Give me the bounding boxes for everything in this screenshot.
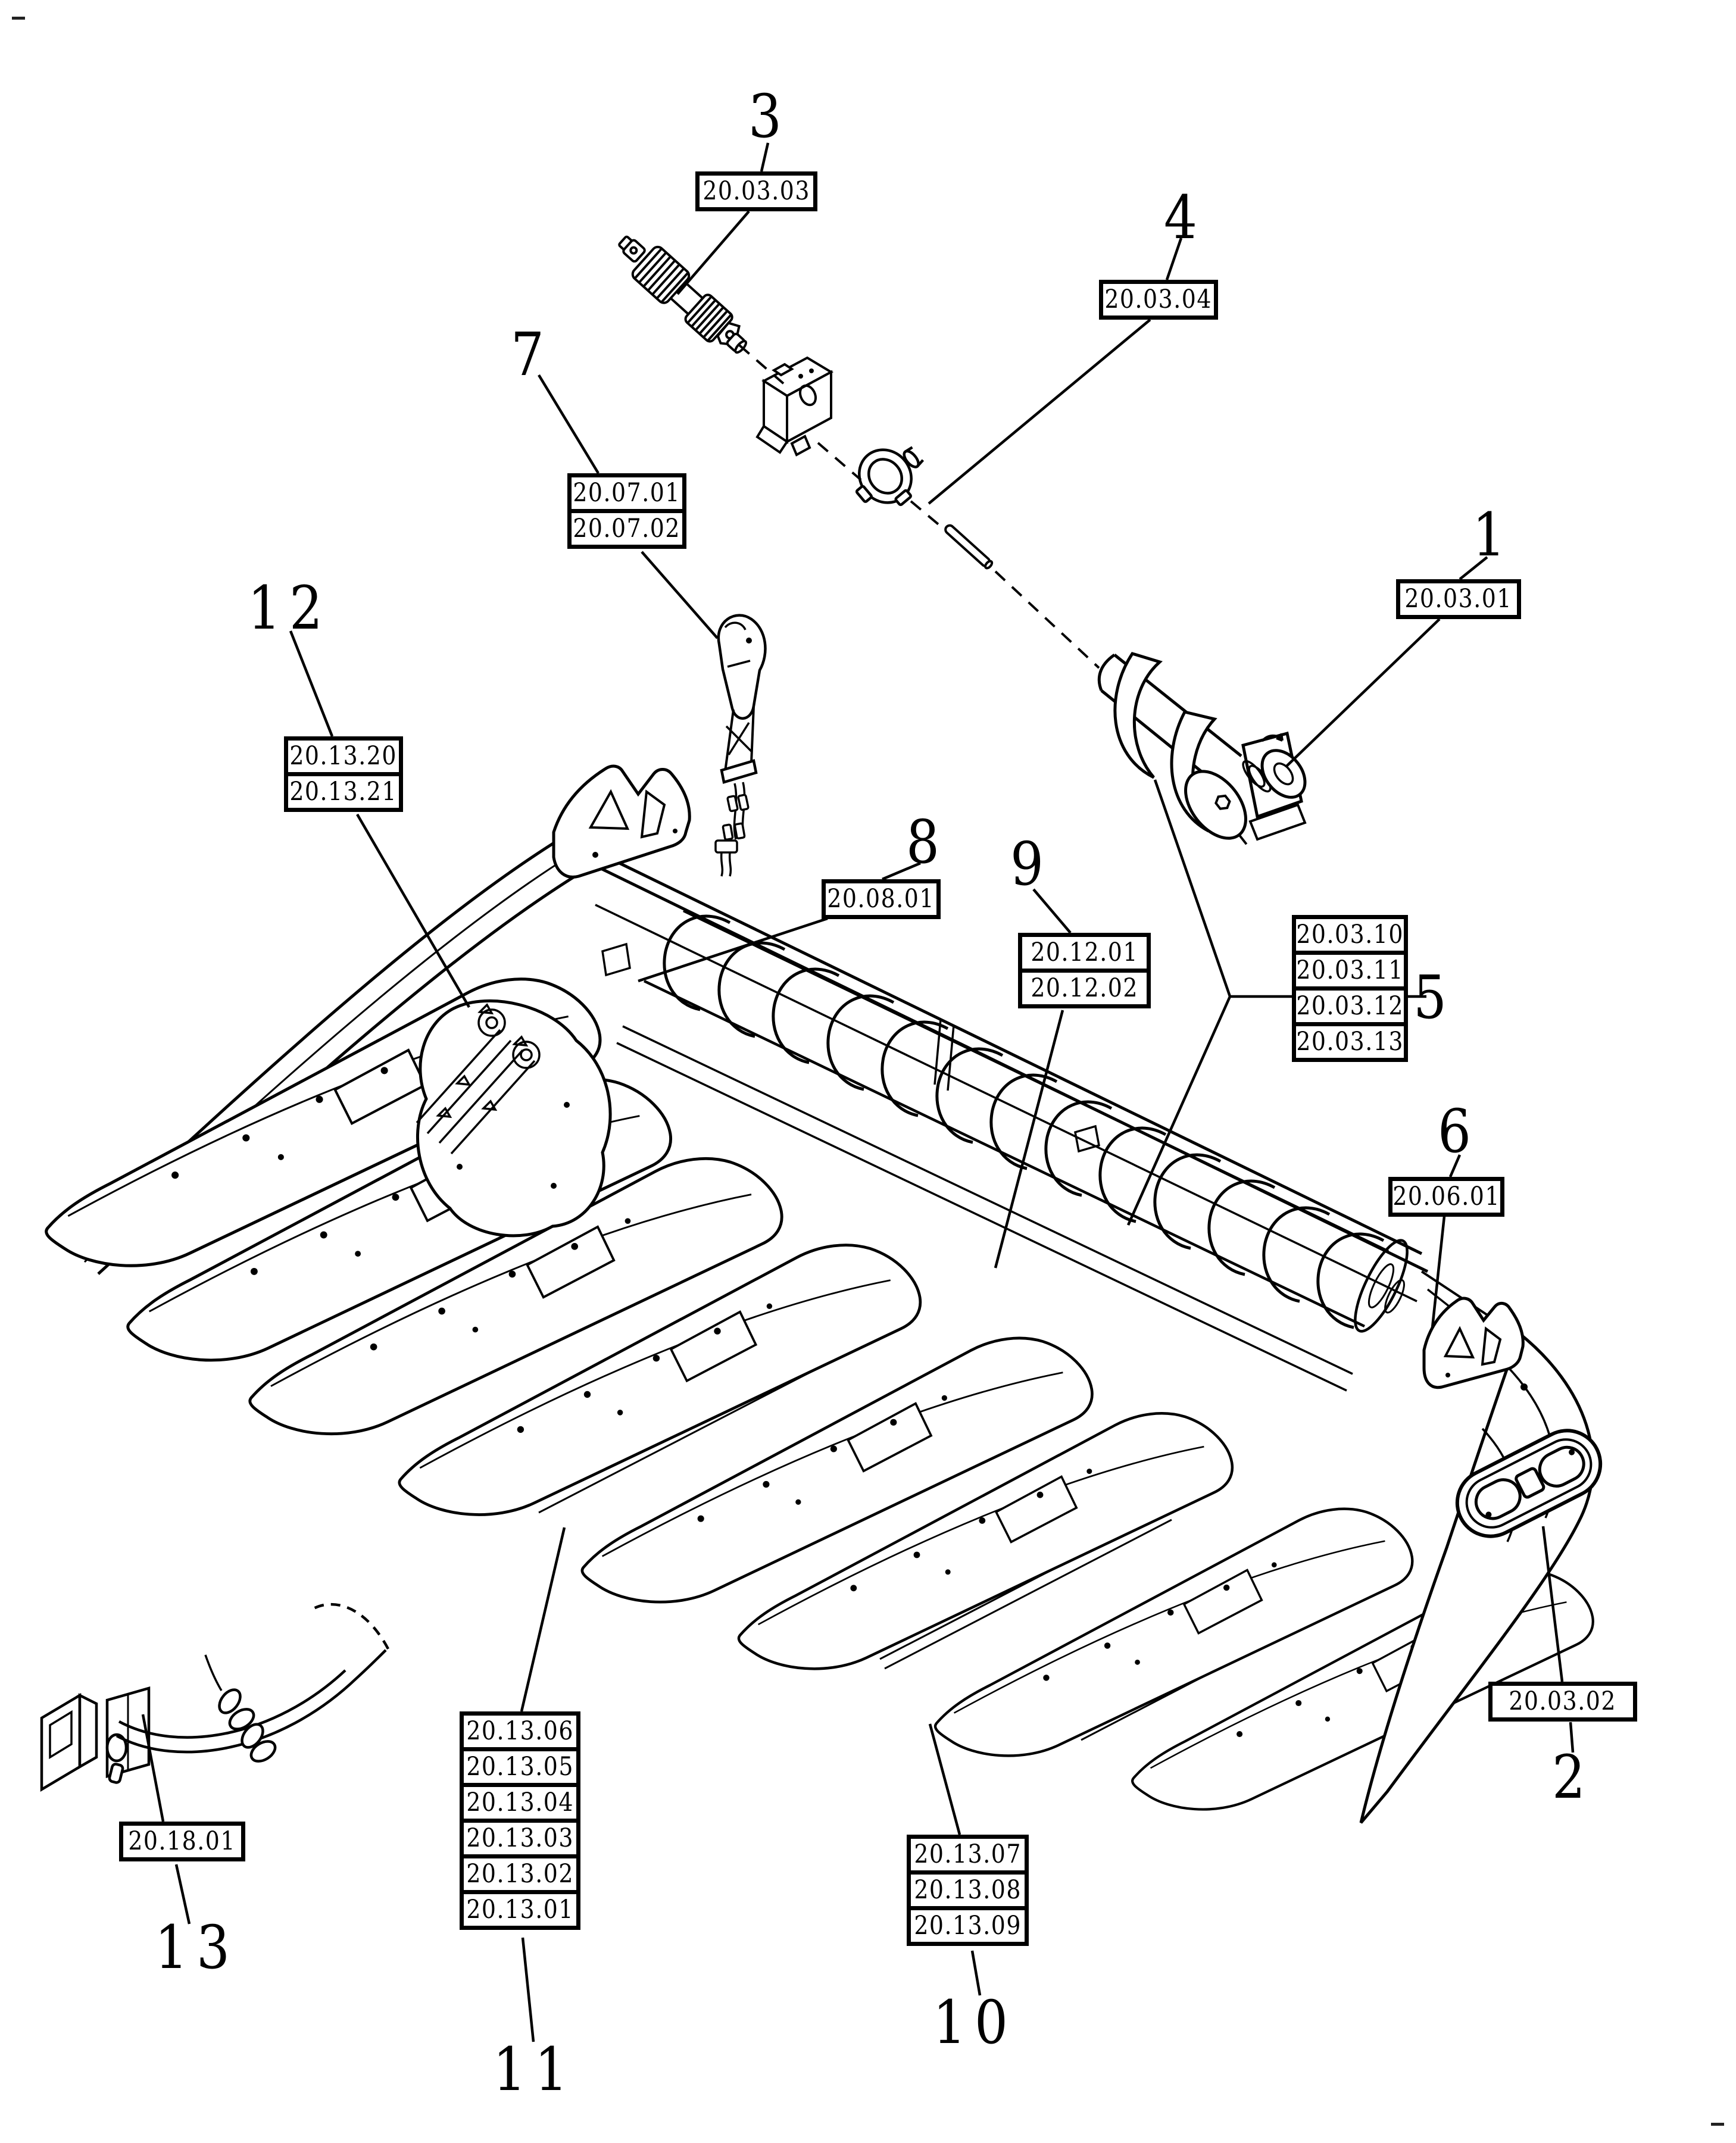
leader-2b [1569,1722,1575,1753]
ref-link-20-13-07[interactable]: 20.13.07 [907,1835,1029,1875]
hitch-hook-drawing [717,614,767,784]
leader-6b [1431,1216,1446,1328]
callout-number-9: 9 [1010,829,1053,899]
ref-link-20-07-02[interactable]: 20.07.02 [567,509,686,549]
crop-mark-top-left [12,17,25,20]
ref-box-group-5: 20.03.10 20.03.11 20.03.12 20.03.13 [1292,915,1408,1062]
ref-link-20-03-02[interactable]: 20.03.02 [1488,1682,1637,1722]
crop-mark-bottom-right [1711,2123,1724,2126]
ref-box-group-10: 20.13.07 20.13.08 20.13.09 [907,1835,1029,1946]
leader-9b [994,1010,1064,1269]
leader-5 [1126,779,1426,1226]
leader-1a [1459,556,1488,580]
drive-pin-drawing [944,524,994,570]
leader-7b [641,551,719,639]
leader-10a [928,1723,961,1835]
frame-back-rail-drawing [70,834,1525,1348]
ref-link-20-03-03[interactable]: 20.03.03 [695,171,817,211]
ref-link-20-03-10[interactable]: 20.03.10 [1292,915,1408,955]
ref-link-20-13-02[interactable]: 20.13.02 [460,1854,580,1894]
ref-link-20-12-01[interactable]: 20.12.01 [1018,933,1151,973]
leader-lines [141,142,1575,2042]
ref-box-group-12: 20.13.20 20.13.21 [284,736,403,812]
ref-box-group-9: 20.12.01 20.12.02 [1018,933,1151,1008]
exploded-centerlines [738,344,1100,669]
left-mount-tower-drawing [552,764,691,879]
callout-number-12: 12 [247,573,332,643]
auger-stub-drive-drawing [1097,652,1307,845]
callout-number-13: 13 [154,1913,239,1982]
ref-link-20-13-20[interactable]: 20.13.20 [284,736,403,776]
callout-number-10: 10 [932,1988,1017,2057]
ref-link-20-13-21[interactable]: 20.13.21 [284,772,403,812]
hydraulic-hoses-drawing [714,782,750,877]
leader-13b [174,1864,191,1925]
ref-link-20-13-08[interactable]: 20.13.08 [907,1870,1029,1910]
callout-number-3: 3 [748,82,791,151]
ref-link-20-03-13[interactable]: 20.03.13 [1292,1022,1408,1062]
leader-10b [970,1950,982,1996]
ref-box-group-3: 20.03.03 [695,171,817,211]
callout-number-4: 4 [1163,183,1206,252]
rotation-arrow-icon [1261,733,1284,742]
ref-link-20-13-04[interactable]: 20.13.04 [460,1783,580,1823]
leader-11a [520,1527,566,1712]
ref-link-20-03-01[interactable]: 20.03.01 [1396,579,1521,619]
leader-12a [289,630,334,737]
ref-link-20-07-01[interactable]: 20.07.01 [567,473,686,513]
callout-number-8: 8 [906,807,948,877]
pto-shaft-drawing [618,235,747,354]
leader-4b [928,318,1151,505]
ref-box-group-13: 20.18.01 [119,1822,245,1861]
leader-3b [676,210,750,295]
ref-link-20-03-12[interactable]: 20.03.12 [1292,986,1408,1026]
ref-box-group-1: 20.03.01 [1396,579,1521,619]
callout-number-6: 6 [1437,1097,1480,1166]
ref-link-20-13-03[interactable]: 20.13.03 [460,1819,580,1858]
ref-box-group-6: 20.06.01 [1388,1177,1504,1217]
safety-chain-strap-drawing [40,1602,389,1792]
leader-3a [760,142,770,172]
leader-13a [141,1714,165,1822]
callout-number-7: 7 [510,320,553,389]
ref-link-20-12-02[interactable]: 20.12.02 [1018,969,1151,1008]
ref-link-20-13-05[interactable]: 20.13.05 [460,1747,580,1787]
cross-auger-drawing [616,909,1409,1392]
ref-link-20-18-01[interactable]: 20.18.01 [119,1822,245,1861]
leader-1b [1285,618,1441,768]
shaft-support-bracket-drawing [755,356,834,457]
ref-link-20-13-09[interactable]: 20.13.09 [907,1906,1029,1946]
leader-6a [1448,1154,1462,1177]
leader-2a [1541,1526,1564,1682]
callout-number-2: 2 [1551,1742,1594,1812]
callout-number-11: 11 [492,2035,577,2104]
ref-box-group-11: 20.13.06 20.13.05 20.13.04 20.13.03 20.1… [460,1711,580,1930]
leader-8b [638,917,828,983]
ref-box-group-8: 20.08.01 [822,879,941,919]
callout-number-5: 5 [1413,963,1456,1032]
ref-link-20-08-01[interactable]: 20.08.01 [822,879,941,919]
right-mount-tower-drawing [1422,1297,1525,1389]
ref-link-20-13-06[interactable]: 20.13.06 [460,1711,580,1751]
leader-11b [521,1937,535,2042]
slip-clutch-coupler-drawing [855,446,925,507]
leader-7a [538,374,600,474]
row-divider-snouts-drawing [46,979,1593,1810]
ref-link-20-03-11[interactable]: 20.03.11 [1292,951,1408,991]
end-cover-plate-drawing [1455,1429,1603,1538]
leader-12b [356,813,470,1008]
row-unit-chain-detail-drawing [416,999,612,1238]
ref-link-20-13-01[interactable]: 20.13.01 [460,1890,580,1930]
ref-box-group-7: 20.07.01 20.07.02 [567,473,686,549]
ref-box-group-2: 20.03.02 [1488,1682,1637,1722]
leader-9a [1032,888,1072,934]
leader-4a [1165,238,1183,280]
callout-number-1: 1 [1472,500,1515,570]
ref-link-20-06-01[interactable]: 20.06.01 [1388,1177,1504,1217]
ref-box-group-4: 20.03.04 [1099,280,1218,320]
leader-8a [882,861,921,881]
ref-link-20-03-04[interactable]: 20.03.04 [1099,280,1218,320]
